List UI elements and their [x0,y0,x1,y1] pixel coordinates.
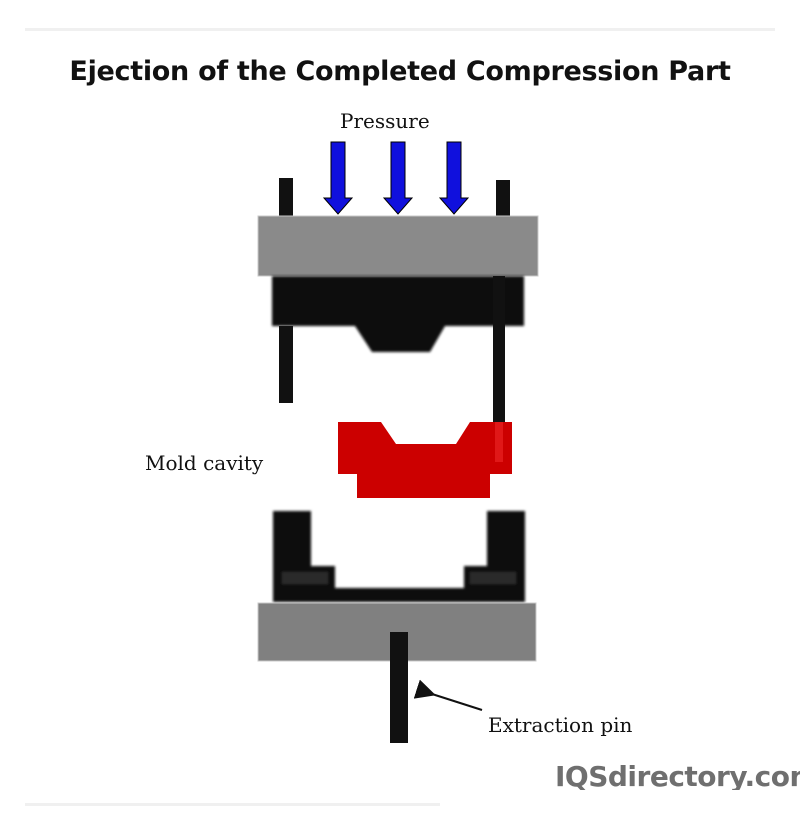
bottom-frame-line [25,803,440,806]
guide-pin-right [493,276,505,424]
extraction-pin-pointer [413,679,483,711]
pressure-arrow-left [322,141,354,215]
top-frame-line [25,28,775,31]
upper-platen [257,215,539,277]
guide-pin-left [279,326,293,403]
top-guide-pin-left [279,178,293,218]
mold-cavity-label: Mold cavity [145,451,264,475]
part-highlight [495,422,503,462]
watermark-logo: IQSdirectory.com [555,760,800,790]
extraction-pin-label: Extraction pin [488,713,633,737]
lower-mold [273,511,525,602]
diagram-title: Ejection of the Completed Compression Pa… [69,56,731,87]
pressure-label: Pressure [340,109,430,133]
top-guide-pin-right [496,180,510,218]
pressure-arrow-middle [382,141,414,215]
pressure-arrow-right [438,141,470,215]
upper-mold [272,276,524,352]
molded-part [338,422,512,498]
extraction-pin [390,632,408,743]
pressure-arrows [322,141,470,215]
